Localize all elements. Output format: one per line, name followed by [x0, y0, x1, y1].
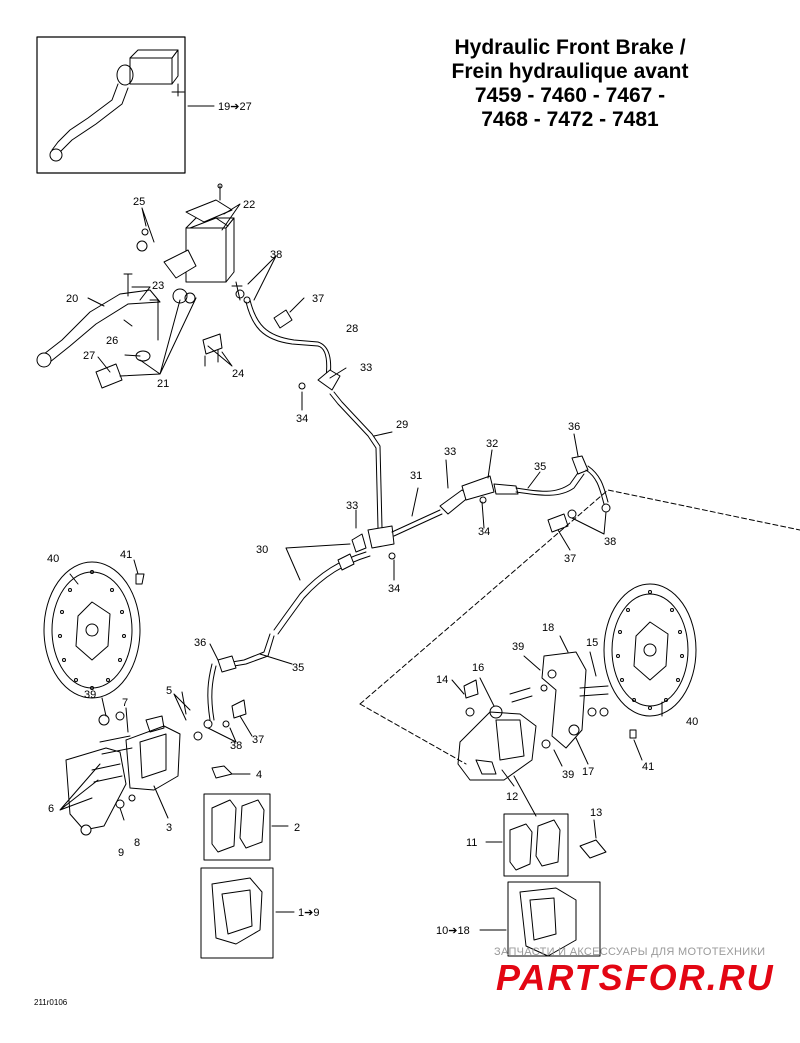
callout-23: 23 — [152, 280, 164, 292]
right-brake-disc — [603, 583, 697, 761]
callout-4: 4 — [256, 769, 262, 781]
callout-18: 18 — [542, 622, 554, 634]
callout-37b: 37 — [564, 553, 576, 565]
callout-28: 28 — [346, 323, 358, 335]
title-line-1: Hydraulic Front Brake / — [454, 36, 686, 59]
master-cylinder-assembly — [36, 183, 305, 389]
callout-30: 30 — [256, 544, 268, 556]
title-line-2: Frein hydraulique avant — [451, 60, 689, 83]
callout-35a: 35 — [534, 461, 546, 473]
callout-29: 29 — [396, 419, 408, 431]
callout-35b: 35 — [292, 662, 304, 674]
callout-38b: 38 — [604, 536, 616, 548]
callout-40a: 40 — [47, 553, 59, 565]
callout-3: 3 — [166, 822, 172, 834]
callout-10-18: 10➔18 — [436, 925, 470, 937]
callout-7: 7 — [122, 697, 128, 709]
watermark-logo: PARTSFOR.RU — [496, 958, 775, 998]
callout-24: 24 — [232, 368, 244, 380]
left-caliper-assembly — [59, 691, 295, 959]
brake-lines — [173, 299, 611, 743]
callout-33c: 33 — [346, 500, 358, 512]
left-brake-disc — [43, 559, 145, 699]
callout-32: 32 — [486, 438, 498, 450]
callout-22: 22 — [243, 199, 255, 211]
callout-labels: 19➔27 22 25 38 23 37 20 28 26 27 33 24 2… — [47, 101, 698, 937]
watermark-logo-text: PARTSFOR.RU — [496, 958, 775, 998]
callout-2: 2 — [294, 822, 300, 834]
callout-38c: 38 — [230, 740, 242, 752]
callout-21: 21 — [157, 378, 169, 390]
callout-39c: 39 — [562, 769, 574, 781]
callout-5: 5 — [166, 685, 172, 697]
callout-33b: 33 — [444, 446, 456, 458]
inset-master-cylinder — [36, 36, 215, 174]
callout-41a: 41 — [120, 549, 132, 561]
callout-16: 16 — [472, 662, 484, 674]
callout-34a: 34 — [296, 413, 308, 425]
diagram-title: Hydraulic Front Brake / Frein hydrauliqu… — [400, 36, 740, 132]
callout-25: 25 — [133, 196, 145, 208]
callout-1-9: 1➔9 — [298, 907, 319, 919]
title-line-3: 7459 - 7460 - 7467 - — [474, 84, 666, 107]
right-caliper-assembly — [359, 489, 800, 957]
callout-39a: 39 — [512, 641, 524, 653]
callout-31: 31 — [410, 470, 422, 482]
callout-34b: 34 — [478, 526, 490, 538]
callout-37a: 37 — [312, 293, 324, 305]
callout-41b: 41 — [642, 761, 654, 773]
callout-13: 13 — [590, 807, 602, 819]
callout-26: 26 — [106, 335, 118, 347]
callout-39b: 39 — [84, 689, 96, 701]
callout-27: 27 — [83, 350, 95, 362]
callout-11: 11 — [466, 837, 477, 849]
callout-9: 9 — [118, 847, 124, 859]
drawing-code: 211r0106 — [34, 998, 68, 1007]
callout-19-27: 19➔27 — [218, 101, 252, 113]
callout-15: 15 — [586, 637, 598, 649]
callout-36b: 36 — [194, 637, 206, 649]
callout-36a: 36 — [568, 421, 580, 433]
watermark-tagline: ЗАПЧАСТИ И АКСЕССУАРЫ ДЛЯ МОТОТЕХНИКИ — [494, 946, 766, 958]
title-line-4: 7468 - 7472 - 7481 — [481, 108, 659, 131]
callout-33a: 33 — [360, 362, 372, 374]
callout-6: 6 — [48, 803, 54, 815]
callout-8: 8 — [134, 837, 140, 849]
callout-37c: 37 — [252, 734, 264, 746]
callout-40b: 40 — [686, 716, 698, 728]
callout-34c: 34 — [388, 583, 400, 595]
callout-17: 17 — [582, 766, 594, 778]
callout-14: 14 — [436, 674, 448, 686]
callout-20: 20 — [66, 293, 78, 305]
callout-12: 12 — [506, 791, 518, 803]
callout-38a: 38 — [270, 249, 282, 261]
